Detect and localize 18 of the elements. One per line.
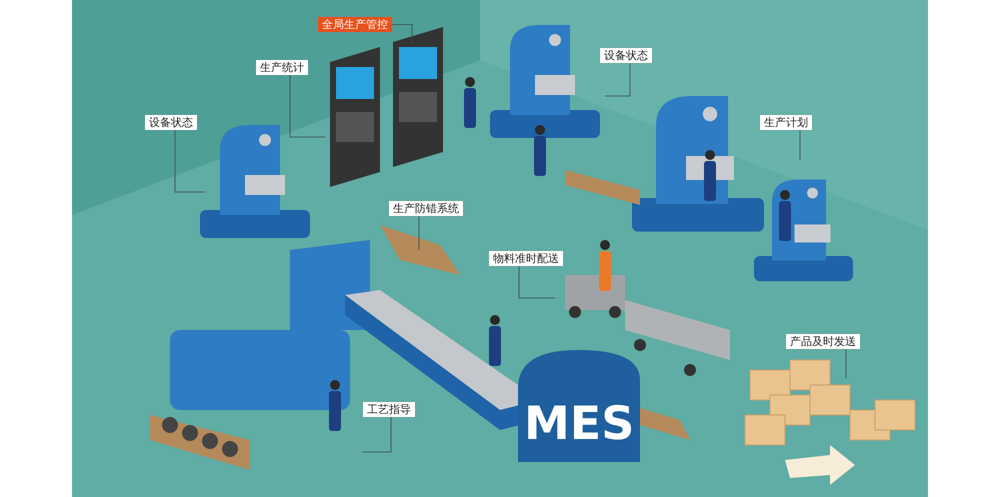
leader-line bbox=[604, 62, 630, 96]
mes-label: MES bbox=[524, 396, 634, 450]
callout-label: 设备状态 bbox=[600, 48, 652, 63]
cylinder-block bbox=[518, 350, 640, 462]
leader-line bbox=[418, 216, 420, 250]
leader-line bbox=[392, 24, 412, 46]
callout-label: 生产防错系统 bbox=[389, 201, 463, 216]
callout-label: 工艺指导 bbox=[363, 402, 415, 417]
leader-line bbox=[174, 130, 206, 192]
callout-label: 设备状态 bbox=[145, 115, 197, 130]
leader-line bbox=[290, 74, 326, 138]
callout-label: 生产统计 bbox=[256, 60, 308, 75]
leader-line bbox=[362, 416, 392, 452]
leader-line bbox=[518, 266, 556, 298]
callout-label: 产品及时发送 bbox=[786, 334, 860, 349]
callout-label: 生产计划 bbox=[760, 115, 812, 130]
callout-label: 物料准时配送 bbox=[489, 251, 563, 266]
callout-label: 全局生产管控 bbox=[318, 17, 392, 32]
